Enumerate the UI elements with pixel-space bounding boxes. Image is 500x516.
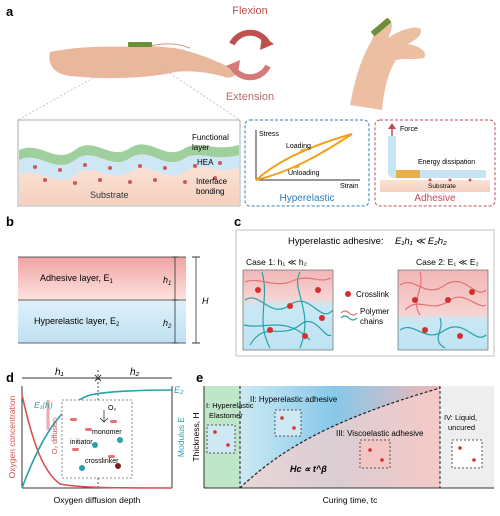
region4-label-line2: uncured: [448, 423, 475, 432]
polymer-chains-legend-icon: [340, 310, 358, 321]
h1-dimension-label: h₁: [55, 367, 64, 378]
strain-axis-label: Strain: [340, 183, 358, 190]
region4-label-line1: IV: Liquid,: [444, 413, 477, 422]
interface-bonding-label-line1: Interface: [196, 177, 228, 186]
wearable-sensor-patch-left: [128, 42, 152, 47]
o2-label: O₂: [108, 405, 116, 412]
hand-illustration-right: [350, 18, 426, 110]
total-thickness-label: H: [202, 296, 209, 306]
functional-layer-label-line1: Functional: [192, 133, 229, 142]
region2-label: II: Hyperelastic adhesive: [250, 395, 338, 404]
case1-label: Case 1: h₁ ≪ h₂: [246, 257, 307, 267]
region3-label: III: Viscoelastic adhesive: [336, 429, 424, 438]
chains-legend-label: chains: [360, 317, 383, 326]
y-axis-label-e: Thickness, H: [191, 412, 201, 461]
h2-label: h2: [163, 318, 172, 330]
extension-label: Extension: [226, 91, 274, 103]
adhesive-layer-label: Adhesive layer, E1: [40, 273, 114, 285]
functional-layer-label-line2: layer: [192, 143, 210, 152]
y-axis-right-label: Modulus E: [176, 417, 186, 457]
region1-label-line2: Elastomer: [209, 411, 243, 420]
phase-diagram: [203, 386, 494, 489]
x-axis-label-d: Oxygen diffusion depth: [54, 495, 141, 505]
layer-cross-section: [17, 119, 241, 207]
hyperelastic-layer-label: Hyperelastic layer, E2: [34, 316, 120, 328]
h1-label: h1: [163, 275, 171, 287]
panel-c-title: Hyperelastic adhesive:: [288, 236, 384, 247]
e2-label: E₂: [174, 385, 184, 395]
flexion-extension-cycle: [226, 29, 274, 81]
region1-label-line1: I: Hyperelastic: [206, 401, 254, 410]
peel-illustration: [380, 123, 490, 192]
initiator-label: initiator: [70, 439, 93, 446]
oxygen-modulus-plot: [21, 370, 173, 489]
x-axis-label-e: Curing time, tc: [323, 495, 379, 505]
force-label: Force: [400, 126, 418, 133]
panel-d-label: d: [6, 370, 14, 385]
o2-diffusion-label: O₂ diffusion: [52, 418, 59, 454]
case1-network: [242, 269, 334, 351]
energy-dissipation-label: Energy dissipation: [418, 159, 475, 166]
panel-a-label: a: [6, 4, 14, 19]
panel-e-label: e: [196, 370, 203, 385]
power-law-label: Hc ∝ t^β: [290, 464, 327, 474]
case2-label: Case 2: E₁ ≪ E₂: [416, 257, 479, 267]
substrate-small-label: Substrate: [428, 183, 456, 190]
panel-b-label: b: [6, 214, 14, 229]
stress-axis-label: Stress: [259, 131, 279, 138]
y-axis-left-label: Oxygen concentration: [7, 395, 17, 478]
loading-label: Loading: [286, 143, 311, 150]
hea-label: HEA: [197, 158, 214, 167]
panel-c-label: c: [234, 214, 241, 229]
interface-bonding-label-line2: bonding: [196, 187, 224, 196]
unloading-label: Unloading: [288, 170, 320, 177]
polymer-legend-label: Polymer: [360, 307, 390, 316]
substrate-label: Substrate: [90, 190, 129, 200]
crosslink-legend-label: Crosslink: [356, 290, 390, 299]
h2-dimension-label: h₂: [130, 367, 140, 378]
case2-network: [397, 269, 489, 351]
crosslink-legend-icon: [345, 291, 351, 297]
hyperelastic-box: [244, 119, 370, 207]
e1h-label: E₁(h): [34, 400, 53, 410]
monomer-label: monomer: [92, 429, 122, 436]
crosslinker-label: crosslinker: [85, 458, 119, 465]
bilayer-schematic: [18, 256, 200, 344]
stress-strain-plot: [255, 130, 360, 181]
flexion-label: Flexion: [232, 5, 267, 17]
panel-c-formula: E₁h₁ ≪ E₂h₂: [395, 236, 447, 247]
hyperelastic-label: Hyperelastic: [279, 193, 334, 204]
wearable-sensor-patch-right: [371, 18, 391, 36]
hand-illustration-left: [49, 42, 236, 79]
adhesive-label: Adhesive: [414, 193, 456, 204]
